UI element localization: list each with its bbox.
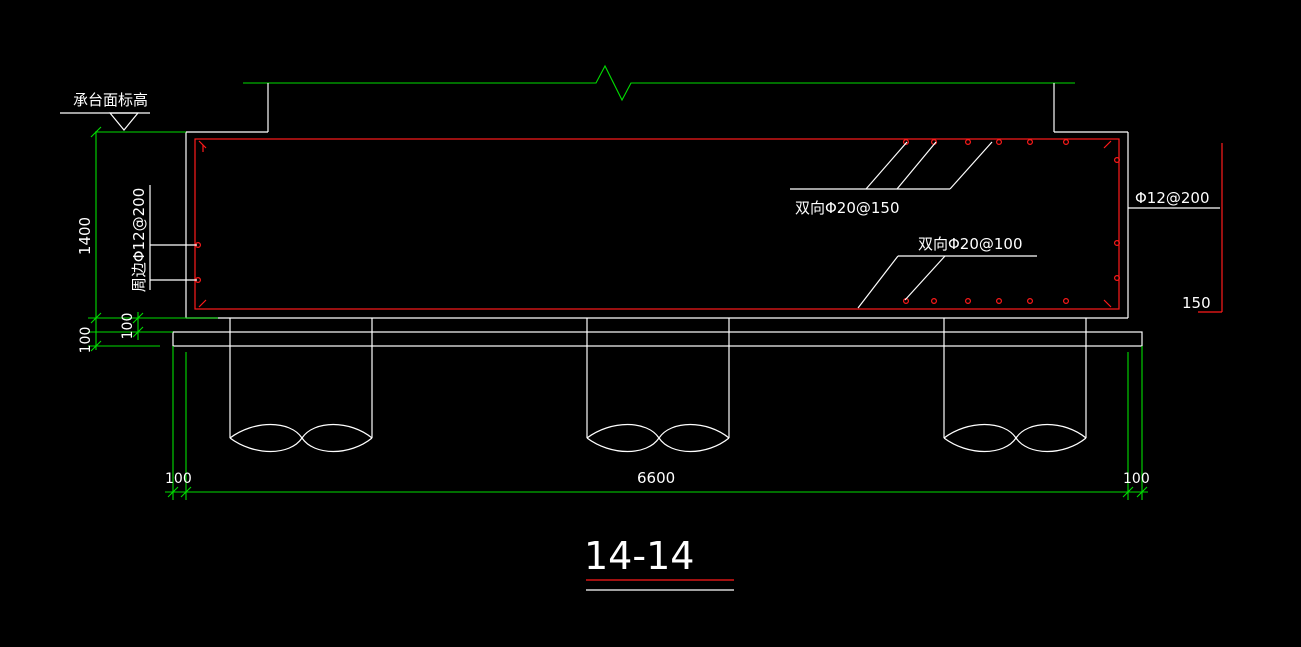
dim-right-cover [1198,143,1223,313]
leader-side-left [149,185,197,290]
column-outline [243,64,1075,132]
dim-embed-label: 100 [120,313,136,340]
section-title-block: 14-14 [584,534,734,591]
dim-cover-right-label: 150 [1182,294,1211,312]
pile-middle [586,318,730,453]
dim-left-vertical [88,126,218,352]
elevation-marker [60,112,186,133]
pile-cap-outline [185,131,1129,319]
dim-height-label: 1400 [76,217,94,255]
leader-top-rebar [790,141,993,190]
rebar-side-left-label: 周边Φ12@200 [130,188,148,293]
dim-span-label: 6600 [637,469,675,487]
rebar-dots-sides [195,157,1120,284]
leader-bottom-rebar [857,255,1037,309]
rebar-dots-bottom [902,298,1069,305]
pile-left [229,318,373,453]
dim-right-overhang-label: 100 [1123,471,1150,487]
elevation-label: 承台面标高 [73,91,148,109]
rebar-top-label: 双向Φ20@150 [795,199,900,217]
rebar-cage [194,138,1120,310]
dim-cushion-label: 100 [78,327,94,354]
dim-bottom-horizontal [165,346,1148,500]
cushion-layer [172,331,1143,347]
rebar-bottom-label: 双向Φ20@100 [918,235,1023,253]
section-title: 14-14 [584,534,694,578]
rebar-dots-top [902,139,1069,146]
pile-right [943,318,1087,453]
dim-left-overhang-label: 100 [165,471,192,487]
rebar-side-right-label: Φ12@200 [1135,189,1210,207]
